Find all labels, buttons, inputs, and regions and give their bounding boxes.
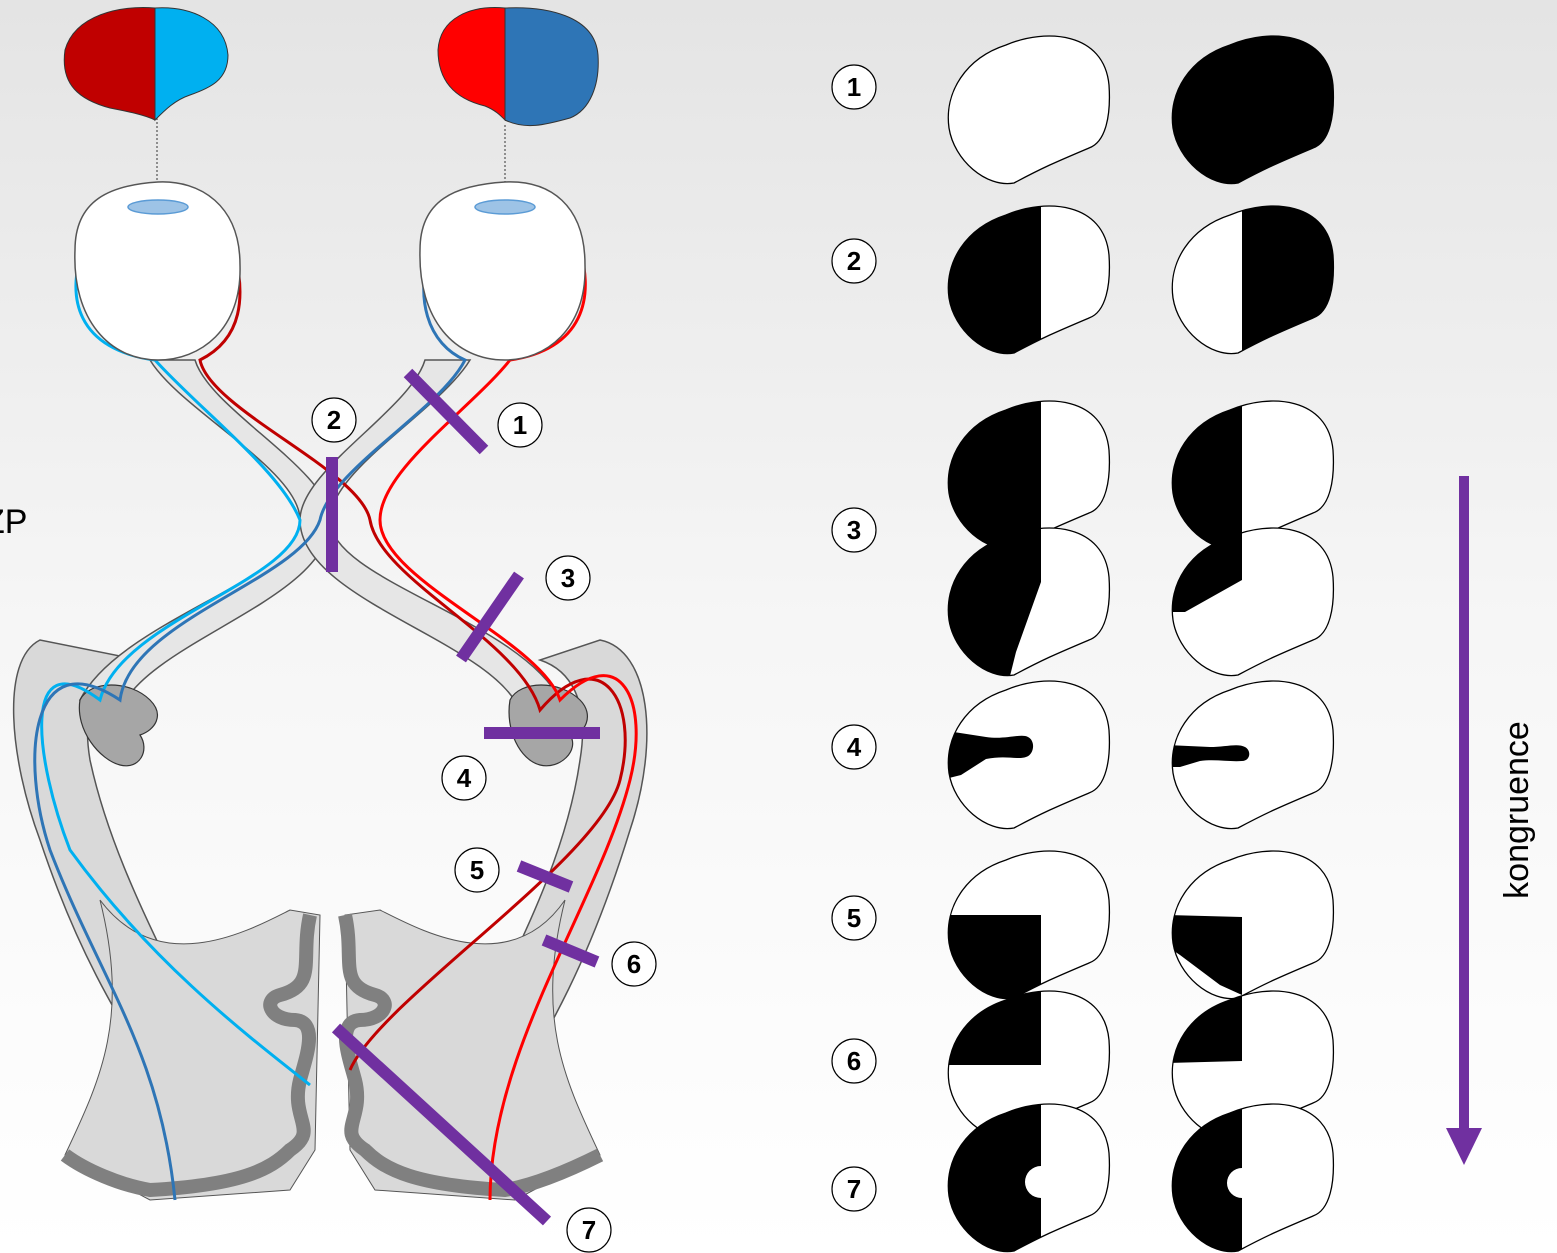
- field-row-4: [947, 680, 1335, 830]
- field-4-right: [1171, 680, 1335, 830]
- field-row-label-3-circle: [831, 507, 877, 553]
- lesion-label-1: 1: [497, 402, 543, 448]
- lesion-label-5-circle: [454, 847, 500, 893]
- left-eye-lens: [127, 199, 189, 215]
- field-row-label-1-circle: [831, 64, 877, 110]
- field-3b-right: [1171, 527, 1335, 677]
- field-row-label-3-text: 3: [847, 515, 861, 545]
- right-nasal-fibre: [33, 234, 468, 1201]
- left-temporal-fibre: [198, 234, 627, 1071]
- left-calcarine-cortex: [60, 913, 317, 1198]
- right-eye-visual-field: [437, 7, 599, 127]
- field-row-label-6: 6: [831, 1038, 877, 1084]
- right-eye-lens: [474, 199, 536, 215]
- field-row-label-4-circle: [831, 724, 877, 770]
- field-row-label-3: 3: [831, 507, 877, 553]
- field-row-label-5: 5: [831, 895, 877, 941]
- field-row-2: [947, 205, 1335, 355]
- field-row-3: [947, 400, 1335, 677]
- field-row-label-5-text: 5: [847, 903, 861, 933]
- lesion-label-3-circle: [545, 555, 591, 601]
- lesion-label-2: 2: [311, 397, 357, 443]
- field-row-label-4: 4: [831, 724, 877, 770]
- field-row-label-6-text: 6: [847, 1046, 861, 1076]
- lesion-label-7-text: 7: [582, 1215, 596, 1245]
- lesion-label-5: 5: [454, 847, 500, 893]
- field-2-left: [947, 205, 1111, 355]
- anatomy: ZP 1 2 3 4 5 6 7: [0, 7, 657, 1253]
- lesion-label-3: 3: [545, 555, 591, 601]
- field-row-label-1: 1: [831, 64, 877, 110]
- lesion-bar-5: [516, 860, 574, 893]
- congruence-arrow: [1446, 476, 1482, 1165]
- right-eye: [419, 181, 586, 361]
- field-2-right: [1171, 205, 1335, 355]
- field-row-5: [947, 850, 1335, 1000]
- field-row-label-7-text: 7: [847, 1174, 861, 1204]
- lesion-label-7-circle: [566, 1207, 612, 1253]
- left-lgn: [78, 684, 158, 767]
- visual-field-defects: 1 2 3 4 5 6 7: [831, 35, 1536, 1253]
- lesion-bar-3: [456, 571, 524, 663]
- lesion-bars: [326, 368, 600, 1226]
- field-row-label-6-circle: [831, 1038, 877, 1084]
- lesion-label-6-circle: [611, 941, 657, 987]
- field-row-label-7-circle: [831, 1166, 877, 1212]
- field-row-label-2-circle: [831, 238, 877, 284]
- lesion-label-1-text: 1: [513, 410, 527, 440]
- lesion-bar-7: [331, 1023, 552, 1226]
- lesion-label-6-text: 6: [627, 949, 641, 979]
- lesion-label-4: 4: [441, 755, 487, 801]
- field-row-1: [947, 35, 1335, 185]
- field-row-label-7: 7: [831, 1166, 877, 1212]
- lesion-label-3-text: 3: [561, 563, 575, 593]
- field-row-label-2: 2: [831, 238, 877, 284]
- field-1-right: [1171, 35, 1335, 185]
- left-eye-visual-field: [63, 7, 229, 122]
- left-side-text: ZP: [0, 503, 27, 541]
- congruence-label: kongruence: [1498, 721, 1536, 899]
- lesion-label-1-circle: [497, 402, 543, 448]
- lesion-label-2-circle: [311, 397, 357, 443]
- field-3b-left: [947, 527, 1111, 677]
- lesion-label-2-text: 2: [327, 405, 341, 435]
- field-5-right: [1171, 850, 1335, 1000]
- field-1-left: [947, 35, 1111, 185]
- lesion-label-4-text: 4: [457, 763, 472, 793]
- field-4-left: [947, 680, 1111, 830]
- field-row-label-4-text: 4: [847, 732, 862, 762]
- occipital-lobes: [60, 899, 604, 1201]
- right-lgn: [508, 684, 588, 767]
- left-eye: [74, 181, 241, 361]
- lesion-label-4-circle: [441, 755, 487, 801]
- field-row-label-1-text: 1: [847, 72, 861, 102]
- field-row-label-2-text: 2: [847, 246, 861, 276]
- field-row-7: [947, 1103, 1335, 1253]
- lesion-bar-6: [541, 934, 600, 968]
- lesion-label-6: 6: [611, 941, 657, 987]
- field-row-label-5-circle: [831, 895, 877, 941]
- field-5-left: [947, 850, 1111, 1000]
- lesion-bar-1: [403, 368, 489, 455]
- lesion-label-5-text: 5: [470, 855, 484, 885]
- field-row-labels: 1 2 3 4 5 6 7: [831, 64, 877, 1212]
- lesion-labels: 1 2 3 4 5 6 7: [311, 397, 657, 1253]
- lesion-label-7: 7: [566, 1207, 612, 1253]
